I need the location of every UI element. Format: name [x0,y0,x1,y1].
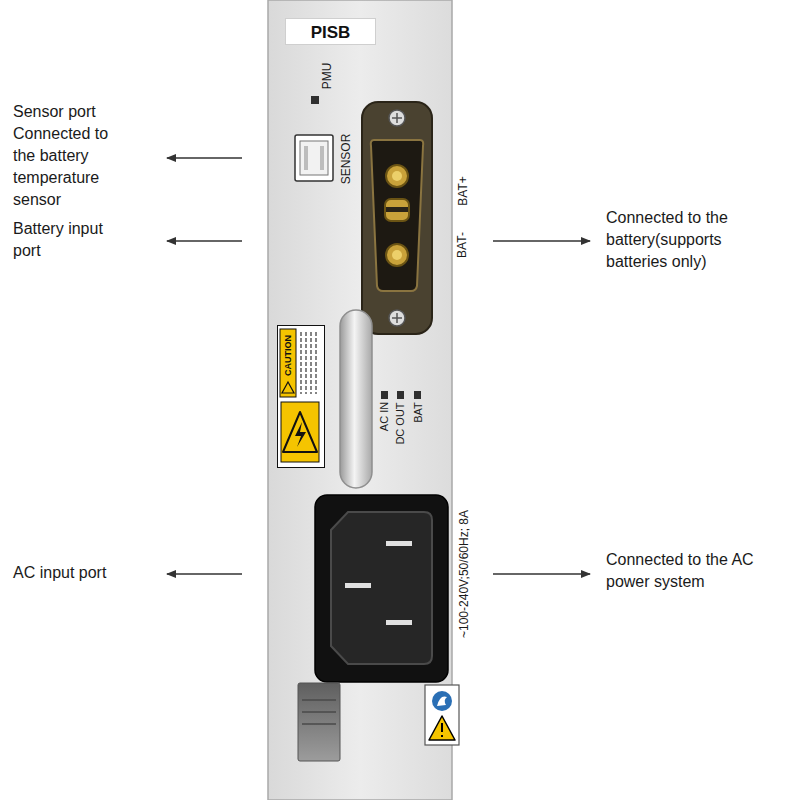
screw [389,310,405,326]
board-name-label: PISB [285,18,376,45]
ac-inlet-socket [331,512,432,664]
annotation-text: AC input port [13,562,133,584]
ac-pin [345,583,371,588]
led-indicator [397,391,404,399]
caution-strip [280,329,296,397]
caution-triangle [282,382,294,393]
board-name: PISB [286,19,375,46]
led-indicator [381,391,388,399]
led-label: DC OUT [395,402,406,444]
caution-fine-print [305,332,307,394]
annotation-text: Connected to the battery(supports batter… [606,207,776,273]
connector-pin-core [392,250,402,260]
sensor-port-pin [320,146,324,170]
screw [389,110,405,126]
annotation-text: Connected to the AC power system [606,549,776,593]
caution-fine-print [315,332,317,394]
warning-panel [281,402,319,462]
warning-triangle [283,412,317,452]
annotation-text: Sensor port Connected to the battery tem… [13,101,133,211]
warning-triangle [429,716,455,740]
ac-pin [386,620,412,625]
esd-icon [432,691,452,711]
led-label: PMU [321,62,333,89]
caution-label: CAUTION [277,325,325,468]
led-label: AC IN [379,402,390,431]
leader-arrow [493,240,590,242]
led-indicator [414,391,421,399]
screw-slot [392,313,402,323]
connector-pin [386,244,408,266]
shock-symbol [295,422,306,447]
latch-grip [302,700,336,724]
battery-connector-housing [371,140,423,291]
leader-arrow [493,573,590,575]
connector-key-groove [386,207,408,212]
caution-fine-print [310,332,312,394]
port-label: SENSOR [340,133,352,184]
sensor-port-pin [304,146,308,170]
warning-label [425,685,459,745]
connector-key [385,199,409,221]
connector-pin-core [392,171,402,181]
ejector-latch [298,683,340,761]
ac-pin [386,541,412,546]
led-indicator [311,96,319,104]
annotation-text: Battery input port [13,218,133,262]
warning-mark [441,723,443,737]
caution-fine-print [300,332,302,394]
led-label: BAT [412,402,423,423]
ac-inlet [315,495,448,682]
leader-arrow [167,573,242,575]
pin-label: BAT+ [456,176,468,205]
leader-arrow [167,240,242,242]
rating-label: ~100-240V;50/60Hz; 8A [458,510,470,638]
sensor-port [295,135,333,181]
connector-pin [386,165,408,187]
screw-slot [392,113,402,123]
esd-icon-hand [437,696,447,706]
sensor-port-socket [300,141,328,175]
leader-arrow [167,157,242,159]
pin-label: BAT- [456,232,468,258]
caution-text: CAUTION [284,335,293,376]
battery-connector-flange [362,102,432,334]
panel-slot [340,310,372,488]
board-panel [268,0,452,800]
